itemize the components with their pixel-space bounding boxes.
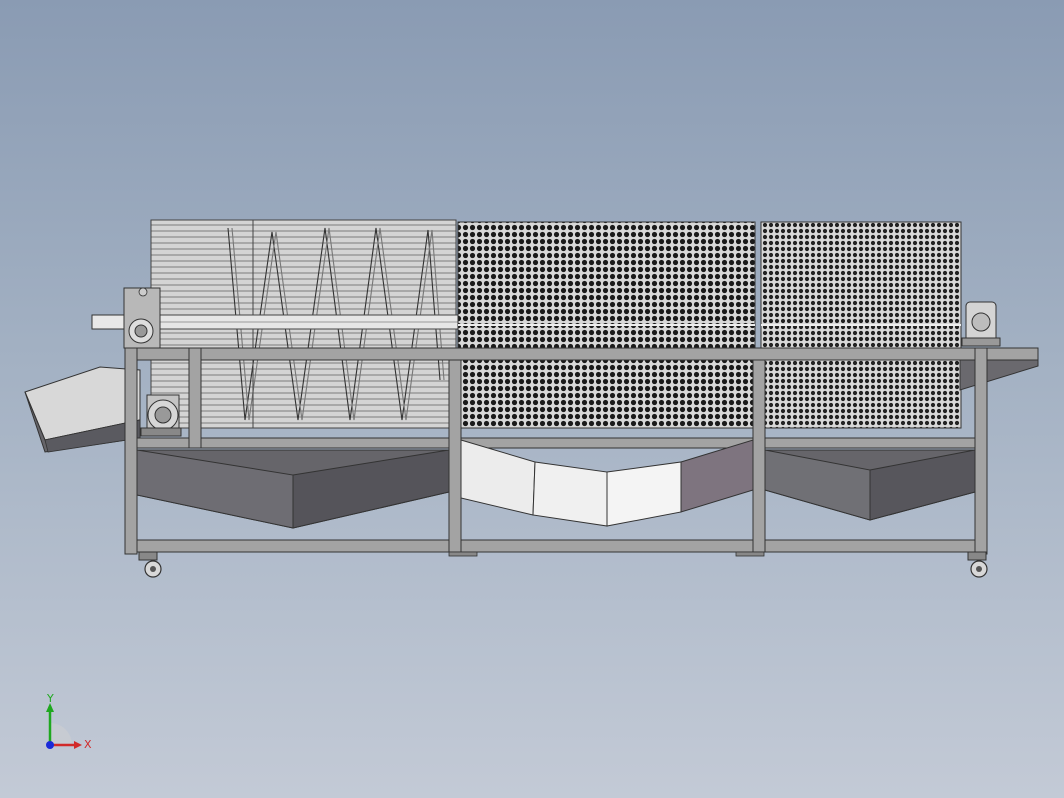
frame-top-rail — [124, 347, 1039, 361]
drum-section-mesh-1 — [457, 221, 756, 429]
discharge-chute[interactable] — [24, 366, 141, 453]
z-axis-dot-icon — [46, 741, 54, 749]
frame-post-motor — [188, 347, 202, 449]
drive-motor[interactable] — [140, 394, 182, 437]
frame-leg-3 — [752, 359, 766, 553]
hopper-2 — [460, 439, 754, 527]
frame-middle-rail — [124, 437, 978, 449]
support-frame[interactable] — [124, 347, 1039, 555]
drum-section-mesh-2 — [760, 221, 962, 429]
frame-leg-1 — [124, 347, 138, 555]
foot-pad-1 — [448, 551, 478, 557]
foot-pad-2 — [735, 551, 765, 557]
drive-gearbox[interactable] — [91, 287, 161, 349]
frame-bottom-rail — [124, 539, 988, 553]
hopper-3 — [764, 449, 976, 521]
caster-left[interactable] — [138, 551, 162, 578]
y-axis-label: Y — [46, 692, 54, 705]
coordinate-triad: X Y — [46, 692, 92, 751]
x-axis-label: X — [84, 738, 92, 751]
caster-right[interactable] — [967, 551, 988, 578]
hopper-1 — [136, 449, 450, 529]
rotary-drum[interactable] — [109, 219, 962, 429]
triad-plane-icon — [50, 723, 72, 745]
collection-hoppers[interactable] — [136, 439, 976, 529]
drum-section-spiral — [109, 219, 461, 429]
frame-leg-2 — [448, 359, 462, 553]
frame-leg-4 — [974, 347, 988, 555]
bearing-housing[interactable] — [961, 301, 1001, 347]
